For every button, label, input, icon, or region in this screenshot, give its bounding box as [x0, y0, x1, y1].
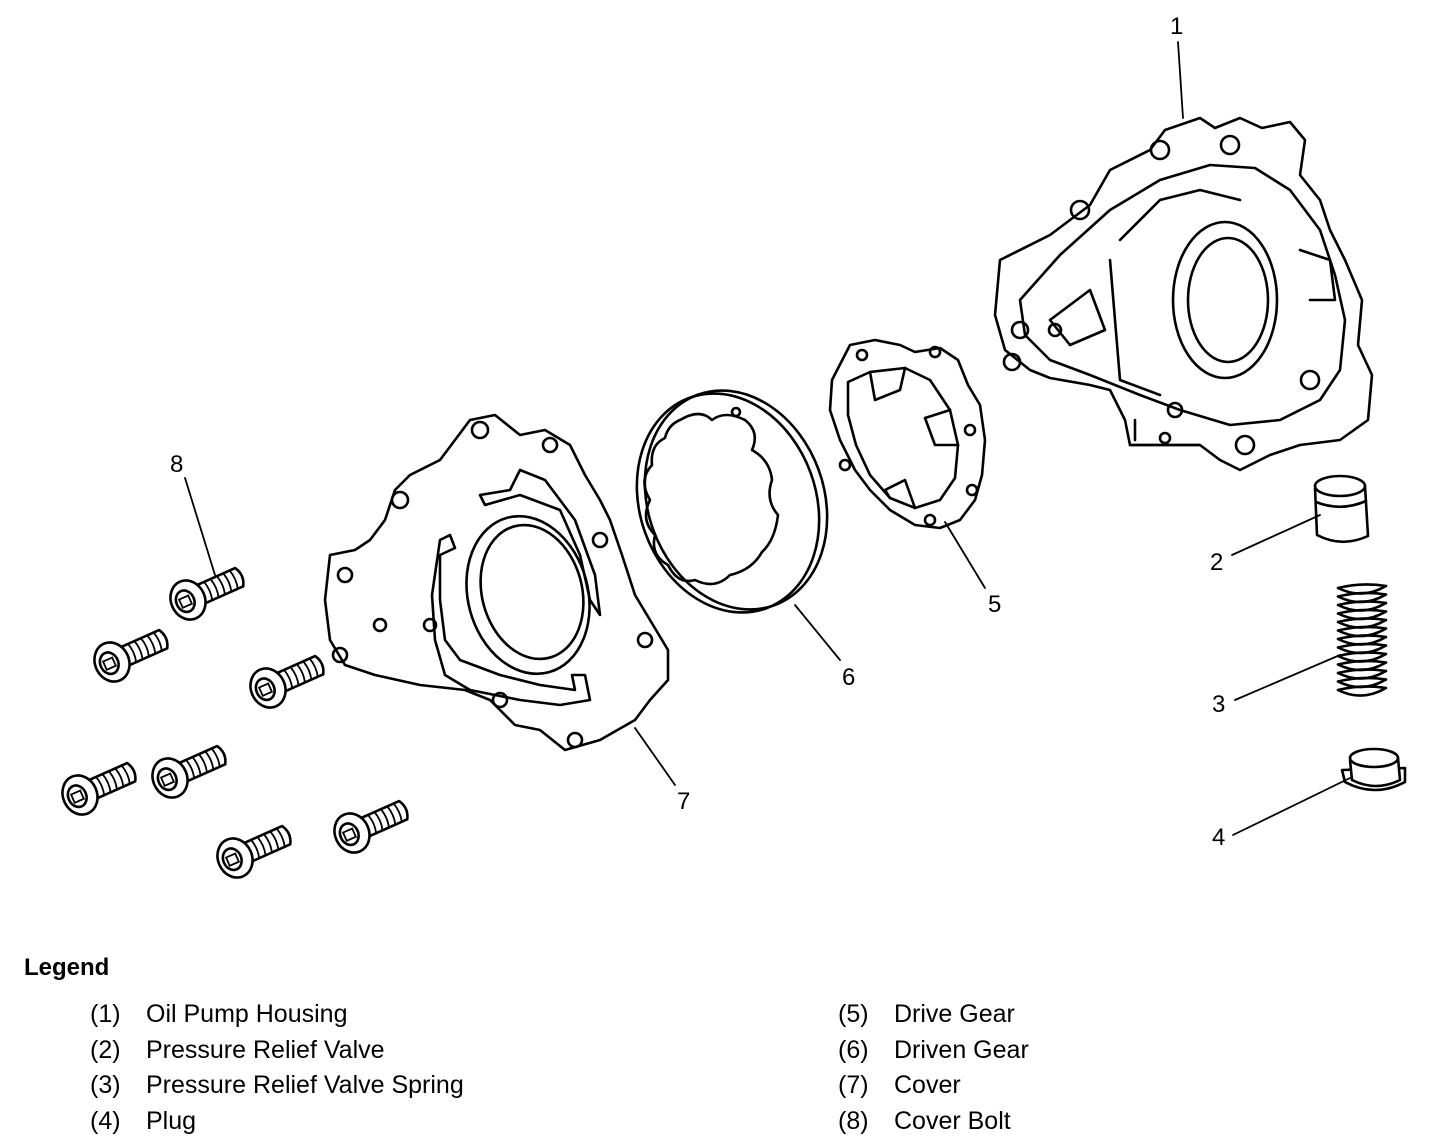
callout-7: 7	[677, 788, 690, 815]
pressure-relief-valve-spring	[1338, 584, 1386, 695]
oil-pump-exploded-diagram: 1 2 3 4 5 6 7 8	[0, 0, 1440, 940]
cover-bolt	[244, 646, 330, 713]
legend-item-label: Cover	[894, 1071, 961, 1100]
legend-item-label: Drive Gear	[894, 1000, 1015, 1029]
legend-title: Legend	[24, 954, 109, 982]
legend-item-number: (1)	[90, 1000, 146, 1029]
callout-5: 5	[988, 591, 1001, 618]
callout-6: 6	[842, 664, 855, 691]
legend-item-number: (4)	[90, 1107, 146, 1136]
pressure-relief-valve	[1315, 476, 1368, 542]
legend-item-number: (2)	[90, 1036, 146, 1065]
legend-item-label: Pressure Relief Valve	[146, 1036, 385, 1065]
oil-pump-housing	[995, 118, 1372, 470]
legend-item-number: (3)	[90, 1071, 146, 1100]
callout-4: 4	[1212, 824, 1225, 851]
legend-item-number: (8)	[838, 1107, 894, 1136]
callout-3: 3	[1212, 691, 1225, 718]
legend-item-number: (5)	[838, 1000, 894, 1029]
legend-item: (1)Oil Pump Housing	[90, 1000, 464, 1036]
legend-item-number: (6)	[838, 1036, 894, 1065]
cover-bolt	[88, 620, 174, 687]
legend-item-label: Plug	[146, 1107, 196, 1136]
callout-2: 2	[1210, 549, 1223, 576]
legend-column-left: (1)Oil Pump Housing (2)Pressure Relief V…	[90, 1000, 464, 1142]
driven-gear	[607, 365, 857, 639]
legend-item: (6)Driven Gear	[838, 1036, 1029, 1072]
legend-item-label: Oil Pump Housing	[146, 1000, 347, 1029]
legend-item: (2)Pressure Relief Valve	[90, 1036, 464, 1072]
cover-bolt	[211, 816, 297, 883]
cover-bolt	[164, 558, 250, 625]
legend-item: (8)Cover Bolt	[838, 1107, 1029, 1142]
plug	[1342, 749, 1405, 790]
legend: Legend (1)Oil Pump Housing (2)Pressure R…	[0, 940, 1440, 1140]
drive-gear	[830, 340, 985, 528]
callout-1: 1	[1170, 13, 1183, 40]
legend-item-label: Driven Gear	[894, 1036, 1029, 1065]
legend-item-label: Cover Bolt	[894, 1107, 1011, 1136]
cover-bolt	[56, 753, 142, 820]
legend-item: (3)Pressure Relief Valve Spring	[90, 1071, 464, 1107]
legend-item-number: (7)	[838, 1071, 894, 1100]
legend-item: (7)Cover	[838, 1071, 1029, 1107]
legend-column-right: (5)Drive Gear (6)Driven Gear (7)Cover (8…	[838, 1000, 1029, 1142]
legend-item: (5)Drive Gear	[838, 1000, 1029, 1036]
cover	[325, 415, 668, 750]
cover-bolt	[146, 736, 232, 803]
legend-item: (4)Plug	[90, 1107, 464, 1142]
cover-bolt	[328, 791, 414, 858]
callout-8: 8	[170, 451, 183, 478]
legend-item-label: Pressure Relief Valve Spring	[146, 1071, 464, 1100]
